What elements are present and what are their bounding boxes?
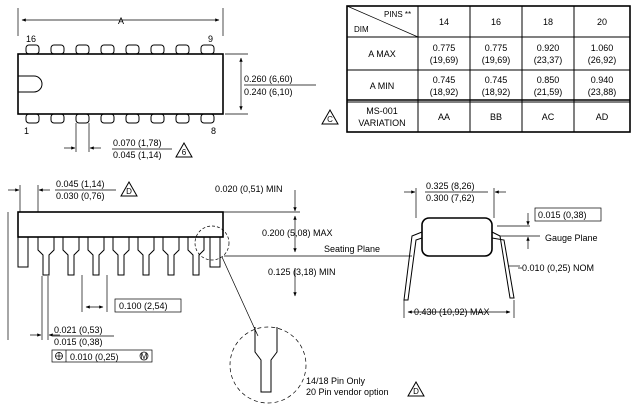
cell: AD [596, 112, 609, 122]
detail-note-1: 14/18 Pin Only [306, 376, 366, 386]
lead-length-min: 0.125 (3,18) MIN [268, 267, 336, 277]
side-body [17, 211, 224, 238]
note-pin-width: 6 [182, 148, 187, 157]
cell: (19,69) [430, 55, 459, 65]
tolerance-label: 0.010 (0,25) [70, 352, 119, 362]
end-view: 0.325 (8,26) 0.300 (7,62) 0.015 (0,38) G… [403, 181, 602, 318]
pin1-notch [18, 75, 43, 93]
col-20: 20 [597, 17, 607, 27]
col-16: 16 [491, 17, 501, 27]
cell: 0.775 [433, 43, 456, 53]
bottom-pins [25, 113, 215, 124]
end-body [421, 217, 493, 257]
gauge-plane-label: Gauge Plane [545, 233, 598, 243]
detail-note-2: 20 Pin vendor option [306, 387, 389, 397]
tolerance-m: M [141, 352, 148, 361]
dim-a-label: A [118, 16, 124, 26]
detail-callout-circle [194, 225, 230, 261]
pin-width-min: 0.045 (1,14) [113, 150, 162, 160]
dimension-table: PINS ** DIM 14 16 18 20 A MAX 0.775 (19,… [321, 5, 631, 133]
end-lead-left [403, 231, 423, 301]
seating-plane-label: Seating Plane [324, 244, 380, 254]
cell: (18,92) [430, 87, 459, 97]
row-a-max-label: A MAX [368, 49, 396, 59]
lead-width-min: 0.015 (0,38) [54, 337, 103, 347]
lead-width-max: 0.021 (0,53) [54, 325, 103, 335]
col-18: 18 [543, 17, 553, 27]
note-triangle-icon [407, 380, 425, 397]
cell: 0.940 [591, 75, 614, 85]
width-min: 0.240 (6,10) [244, 87, 293, 97]
pin-9-label: 9 [208, 34, 213, 44]
span-max-label: 0.430 (10,92) MAX [414, 307, 490, 317]
detail-lead [254, 327, 278, 393]
lead-thickness: 0.015 (0,38) [538, 210, 587, 220]
cell: (26,92) [588, 55, 617, 65]
note-triangle-icon [175, 141, 193, 158]
cell: (23,88) [588, 87, 617, 97]
end-width-max: 0.045 (1,14) [56, 179, 105, 189]
cell: AA [438, 112, 450, 122]
note-end: D [126, 187, 132, 196]
note-c: C [327, 115, 333, 124]
cell: BB [490, 112, 502, 122]
top-pins [25, 44, 215, 55]
note-triangle-icon [120, 180, 138, 197]
cell: (21,59) [534, 87, 563, 97]
header-dim: DIM [354, 25, 369, 34]
pin-width-max: 0.070 (1,78) [113, 138, 162, 148]
cell: 0.775 [485, 43, 508, 53]
side-leads [17, 237, 221, 276]
variation-label-2: VARIATION [358, 118, 405, 128]
pitch-label: 0.100 (2,54) [119, 301, 168, 311]
cell: (19,69) [482, 55, 511, 65]
cell: 0.745 [433, 75, 456, 85]
cell: 0.920 [537, 43, 560, 53]
row-width-min: 0.300 (7,62) [426, 193, 475, 203]
variation-label-1: MS-001 [366, 106, 398, 116]
package-body [17, 53, 224, 115]
cell: 0.745 [485, 75, 508, 85]
body-height-max: 0.200 (5,08) MAX [262, 228, 333, 238]
cell: (23,37) [534, 55, 563, 65]
row-width-max: 0.325 (8,26) [426, 181, 475, 191]
row-a-min-label: A MIN [370, 81, 395, 91]
side-view: 0.045 (1,14) 0.030 (0,76) D 0.020 (0,51)… [7, 179, 425, 404]
width-max: 0.260 (6,60) [244, 74, 293, 84]
mmc-icon [139, 351, 149, 361]
end-lead-right [491, 231, 515, 299]
top-view: A 16 9 1 8 [17, 8, 316, 160]
cell: AC [542, 112, 555, 122]
pin-16-label: 16 [26, 34, 36, 44]
note-triangle-icon [321, 108, 339, 125]
note-detail: D [413, 387, 419, 396]
seat-min-label: 0.020 (0,51) MIN [215, 184, 283, 194]
cell: (18,92) [482, 87, 511, 97]
detail-view-circle [229, 326, 307, 404]
end-width-min: 0.030 (0,76) [56, 191, 105, 201]
col-14: 14 [439, 17, 449, 27]
cell: 0.850 [537, 75, 560, 85]
pin-8-label: 8 [211, 126, 216, 136]
gauge-dim-label: 0.010 (0,25) NOM [522, 263, 594, 273]
pin-1-label: 1 [24, 126, 29, 136]
cell: 1.060 [591, 43, 614, 53]
header-pins: PINS ** [384, 10, 411, 19]
